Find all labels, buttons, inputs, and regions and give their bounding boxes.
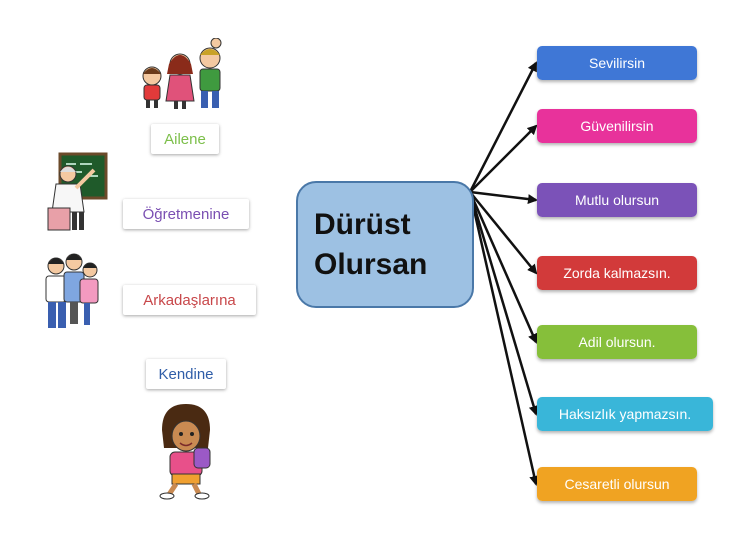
result-text: Sevilirsin: [588, 55, 645, 71]
target-text: Kendine: [158, 365, 214, 383]
result-text: Zorda kalmazsın.: [563, 265, 671, 281]
result-text: Mutlu olursun: [574, 192, 660, 208]
result-box: Mutlu olursun: [537, 183, 697, 217]
result-box: Haksızlık yapmazsın.: [537, 397, 713, 431]
target-text: Öğretmenine: [142, 205, 230, 223]
target-label-ogretmenine: Öğretmenine: [123, 199, 249, 229]
connector-arrow: [468, 191, 539, 416]
connector-arrow: [468, 191, 540, 486]
center-node: Dürüst Olursan: [296, 181, 474, 308]
result-box: Zorda kalmazsın.: [537, 256, 697, 290]
target-text: Ailene: [164, 130, 206, 148]
connector-arrow: [469, 124, 538, 193]
family-icon: [142, 38, 222, 109]
connector-arrow: [468, 61, 538, 193]
target-label-arkadaslarina: Arkadaşlarına: [123, 285, 256, 315]
result-box: Güvenilirsin: [537, 109, 697, 143]
result-text: Güvenilirsin: [580, 118, 654, 134]
result-box: Adil olursun.: [537, 325, 697, 359]
result-text: Cesaretli olursun: [564, 476, 670, 492]
target-label-kendine: Kendine: [146, 359, 226, 389]
center-line-1: Dürüst: [314, 207, 411, 241]
result-text: Adil olursun.: [578, 334, 656, 350]
result-text: Haksızlık yapmazsın.: [558, 406, 692, 422]
teacher-icon: [47, 152, 108, 231]
girl-icon: [159, 404, 211, 500]
target-text: Arkadaşlarına: [143, 291, 236, 309]
result-box: Cesaretli olursun: [537, 467, 697, 501]
connector-arrow: [469, 191, 538, 275]
center-line-2: Olursan: [314, 247, 428, 281]
target-label-ailene: Ailene: [151, 124, 219, 154]
connector-arrow: [468, 191, 538, 344]
connector-arrow: [469, 190, 538, 205]
result-box: Sevilirsin: [537, 46, 697, 80]
friends-icon: [45, 253, 99, 328]
